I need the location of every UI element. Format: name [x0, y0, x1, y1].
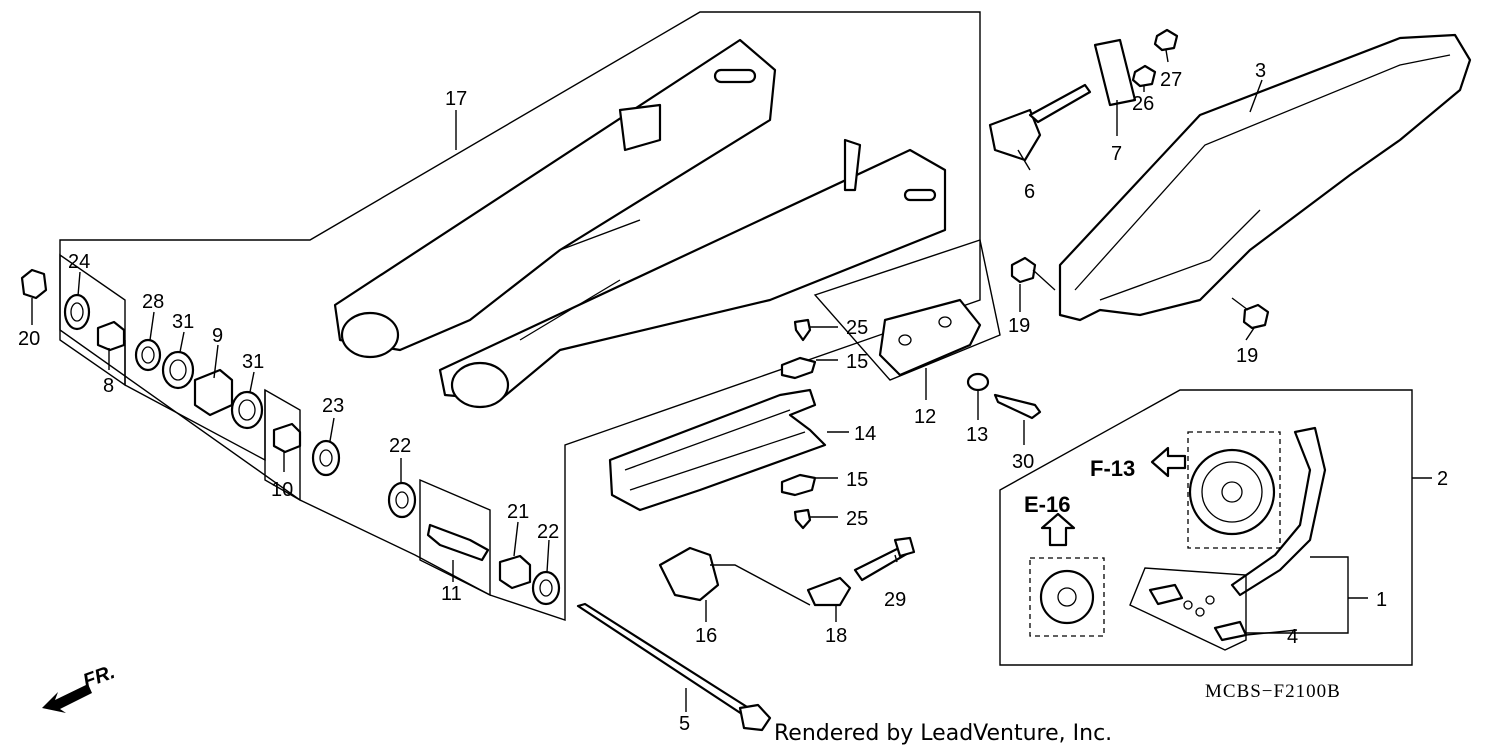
chain-slider-14[interactable]: [608, 388, 827, 512]
callout-19b[interactable]: 19: [1236, 345, 1258, 367]
dust-seal-24[interactable]: [63, 293, 91, 331]
needle-bearing-31b[interactable]: [230, 390, 264, 430]
callout-1[interactable]: 1: [1376, 589, 1387, 611]
drive-sprocket-box: [1029, 557, 1105, 637]
washer-13[interactable]: [966, 372, 990, 392]
callout-20[interactable]: 20: [18, 328, 40, 350]
bolt-19a[interactable]: [1010, 256, 1056, 291]
nut-27[interactable]: [1153, 28, 1179, 52]
ref-arrow-e16[interactable]: [1040, 512, 1076, 547]
group-outline-12: [813, 239, 1001, 381]
pivot-nut-20[interactable]: [20, 268, 48, 300]
callout-17[interactable]: 17: [445, 88, 467, 110]
bolt-19b[interactable]: [1231, 297, 1270, 330]
callout-5[interactable]: 5: [679, 713, 690, 735]
callout-13[interactable]: 13: [966, 424, 988, 446]
chain-adjuster-6[interactable]: [988, 83, 1092, 162]
collar-10[interactable]: [272, 422, 302, 454]
callout-15b[interactable]: 15: [846, 469, 868, 491]
callout-23[interactable]: 23: [322, 395, 344, 417]
chain-guide-12[interactable]: [878, 298, 982, 377]
callout-19a[interactable]: 19: [1008, 315, 1030, 337]
front-direction-arrow: [42, 684, 92, 713]
cushion-15b[interactable]: [780, 473, 817, 497]
callout-7[interactable]: 7: [1111, 143, 1122, 165]
collar-18[interactable]: [806, 576, 852, 607]
callout-4[interactable]: 4: [1287, 626, 1298, 648]
callout-29[interactable]: 29: [884, 589, 906, 611]
screw-25a[interactable]: [793, 318, 812, 342]
bearing-23[interactable]: [311, 439, 341, 477]
bolt-29[interactable]: [853, 536, 916, 582]
callout-26[interactable]: 26: [1132, 93, 1154, 115]
joint-set-4-box: [1129, 567, 1247, 651]
cushion-15a[interactable]: [780, 356, 817, 380]
swingarm[interactable]: [333, 38, 947, 409]
callout-11[interactable]: 11: [441, 583, 462, 605]
ref-label-e16[interactable]: E-16: [1024, 492, 1070, 517]
callout-21[interactable]: 21: [507, 501, 529, 523]
needle-bearing-31a[interactable]: [161, 350, 195, 390]
callout-27[interactable]: 27: [1160, 69, 1182, 91]
callout-10[interactable]: 10: [271, 479, 293, 501]
screw-25b[interactable]: [793, 508, 812, 530]
callout-22b[interactable]: 22: [537, 521, 559, 543]
credit-text: Rendered by LeadVenture, Inc.: [774, 721, 1112, 746]
callout-22a[interactable]: 22: [389, 435, 411, 457]
callout-15a[interactable]: 15: [846, 351, 868, 373]
callout-8[interactable]: 8: [103, 375, 114, 397]
ref-arrow-f13[interactable]: [1150, 446, 1187, 478]
group-outline-8: [59, 253, 126, 387]
leader-16-18: [710, 564, 811, 606]
group-outline-10: [264, 388, 301, 502]
bearing-22a[interactable]: [387, 481, 417, 519]
callout-12[interactable]: 12: [914, 406, 936, 428]
bolt-30[interactable]: [993, 393, 1042, 420]
leader-1: [1246, 556, 1368, 634]
callout-31b[interactable]: 31: [242, 351, 264, 373]
callout-28[interactable]: 28: [142, 291, 164, 313]
driven-sprocket-box: [1187, 431, 1281, 549]
drive-chain-1[interactable]: [1230, 426, 1327, 597]
callout-31a[interactable]: 31: [172, 311, 194, 333]
callout-24[interactable]: 24: [68, 251, 90, 273]
driven-sprocket[interactable]: [1188, 448, 1276, 536]
collar-8[interactable]: [96, 320, 126, 352]
bearing-22b[interactable]: [531, 570, 561, 606]
collar-11[interactable]: [426, 523, 490, 562]
nut-26[interactable]: [1131, 64, 1157, 88]
callout-16[interactable]: 16: [695, 625, 717, 647]
callout-25a[interactable]: 25: [846, 317, 868, 339]
group-outline-2: [999, 389, 1413, 666]
group-outline-11: [419, 478, 491, 597]
ref-label-f13[interactable]: F-13: [1090, 456, 1135, 481]
callout-18[interactable]: 18: [825, 625, 847, 647]
callout-2[interactable]: 2: [1437, 468, 1448, 490]
rubber-16[interactable]: [658, 546, 720, 602]
pivot-bolt-5[interactable]: [576, 602, 772, 732]
callout-9[interactable]: 9: [212, 325, 223, 347]
drive-sprocket[interactable]: [1039, 569, 1095, 625]
callout-14[interactable]: 14: [854, 423, 876, 445]
callout-3[interactable]: 3: [1255, 60, 1266, 82]
callout-30[interactable]: 30: [1012, 451, 1034, 473]
front-direction-label: FR.: [80, 661, 118, 693]
callout-labels: 1 2 3 4 5 6 7 8 9 10 11 12 13 14 15 15 1…: [18, 60, 1448, 735]
callout-6[interactable]: 6: [1024, 181, 1035, 203]
plate-7[interactable]: [1093, 38, 1137, 107]
leader-lines: [31, 49, 1298, 712]
callout-25b[interactable]: 25: [846, 508, 868, 530]
chain-joint-set-4[interactable]: [1148, 583, 1248, 642]
circlip-28[interactable]: [134, 338, 162, 372]
collar-21[interactable]: [498, 554, 532, 590]
swingarm-group-outline: [59, 11, 981, 621]
diagram-code: MCBS−F2100B: [1205, 681, 1341, 702]
chain-case-3[interactable]: [1058, 33, 1472, 322]
